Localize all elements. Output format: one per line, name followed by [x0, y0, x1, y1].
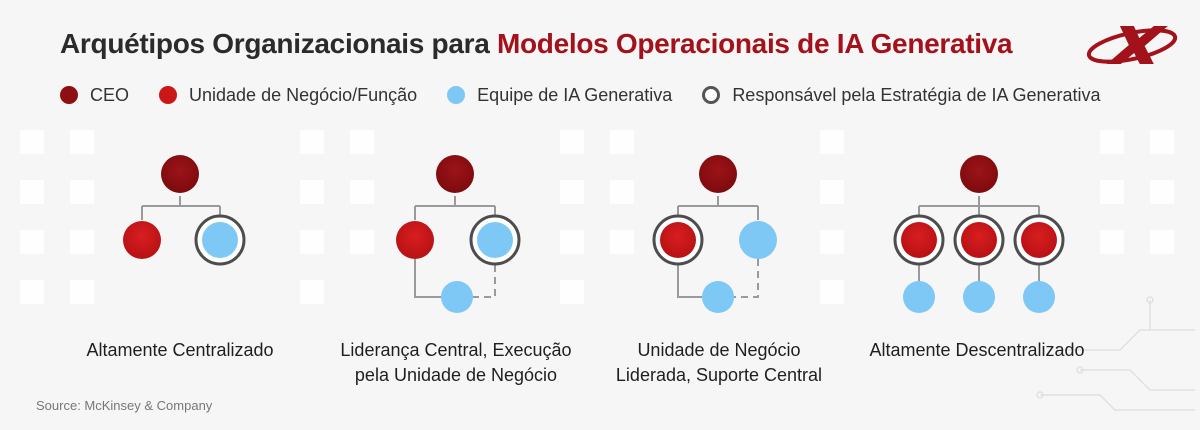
caption-line: Unidade de Negócio	[637, 340, 801, 360]
ceo-node	[161, 155, 199, 193]
legend-label: CEO	[90, 84, 130, 105]
title-accent: Modelos Operacionais de IA Generativa	[496, 28, 1013, 59]
ceo-node	[699, 155, 737, 193]
ai-team-node	[963, 281, 995, 313]
caption-highly-centralized: Altamente Centralizado	[40, 338, 320, 363]
diagram-highly-centralized	[123, 155, 246, 266]
business-unit-node	[901, 222, 937, 258]
ai-team-node	[1023, 281, 1055, 313]
legend: CEO Unidade de Negócio/Função Equipe de …	[60, 82, 1101, 108]
strategy-owner-ring-icon	[702, 86, 721, 104]
business-unit-node	[961, 222, 997, 258]
legend-item-business-unit: Unidade de Negócio/Função	[159, 85, 417, 106]
diagram-business-unit-led	[652, 155, 777, 313]
caption-highly-decentralized: Altamente Descentralizado	[837, 338, 1117, 363]
business-unit-dot-icon	[159, 86, 178, 104]
legend-item-strategy-owner: Responsável pela Estratégia de IA Genera…	[702, 84, 1101, 106]
legend-label: Unidade de Negócio/Função	[189, 84, 418, 105]
ceo-dot-icon	[60, 86, 78, 104]
brand-logo	[1086, 26, 1178, 64]
legend-item-ai-team: Equipe de IA Generativa	[447, 85, 672, 106]
ai-team-node	[477, 222, 513, 258]
ai-team-node	[702, 281, 734, 313]
business-unit-node	[123, 221, 161, 259]
diagram-central-leadership	[396, 155, 521, 313]
caption-line: Liderança Central, Execução	[340, 340, 572, 360]
legend-item-ceo: CEO	[60, 85, 129, 106]
caption-line: Liderada, Suporte Central	[615, 365, 823, 385]
ceo-node	[960, 155, 998, 193]
ceo-node	[436, 155, 474, 193]
business-unit-node	[1021, 222, 1057, 258]
caption-business-unit-led: Unidade de Negócio Liderada, Suporte Cen…	[579, 338, 859, 388]
legend-label: Equipe de IA Generativa	[477, 84, 673, 105]
ai-team-dot-icon	[447, 86, 466, 104]
business-unit-node	[660, 222, 696, 258]
source-note: Source: McKinsey & Company	[36, 398, 213, 413]
caption-line: Altamente Centralizado	[86, 340, 274, 360]
legend-label: Responsável pela Estratégia de IA Genera…	[732, 84, 1101, 105]
caption-line: pela Unidade de Negócio	[354, 365, 558, 385]
caption-central-leadership: Liderança Central, Execução pela Unidade…	[316, 338, 596, 388]
page-title: Arquétipos Organizacionais para Modelos …	[60, 28, 1013, 60]
ai-team-node	[202, 222, 238, 258]
caption-line: Altamente Descentralizado	[869, 340, 1085, 360]
diagram-highly-decentralized	[893, 155, 1065, 313]
business-unit-node	[396, 221, 434, 259]
title-plain: Arquétipos Organizacionais para	[60, 28, 497, 59]
ai-team-node	[739, 221, 777, 259]
ai-team-node	[441, 281, 473, 313]
ai-team-node	[903, 281, 935, 313]
